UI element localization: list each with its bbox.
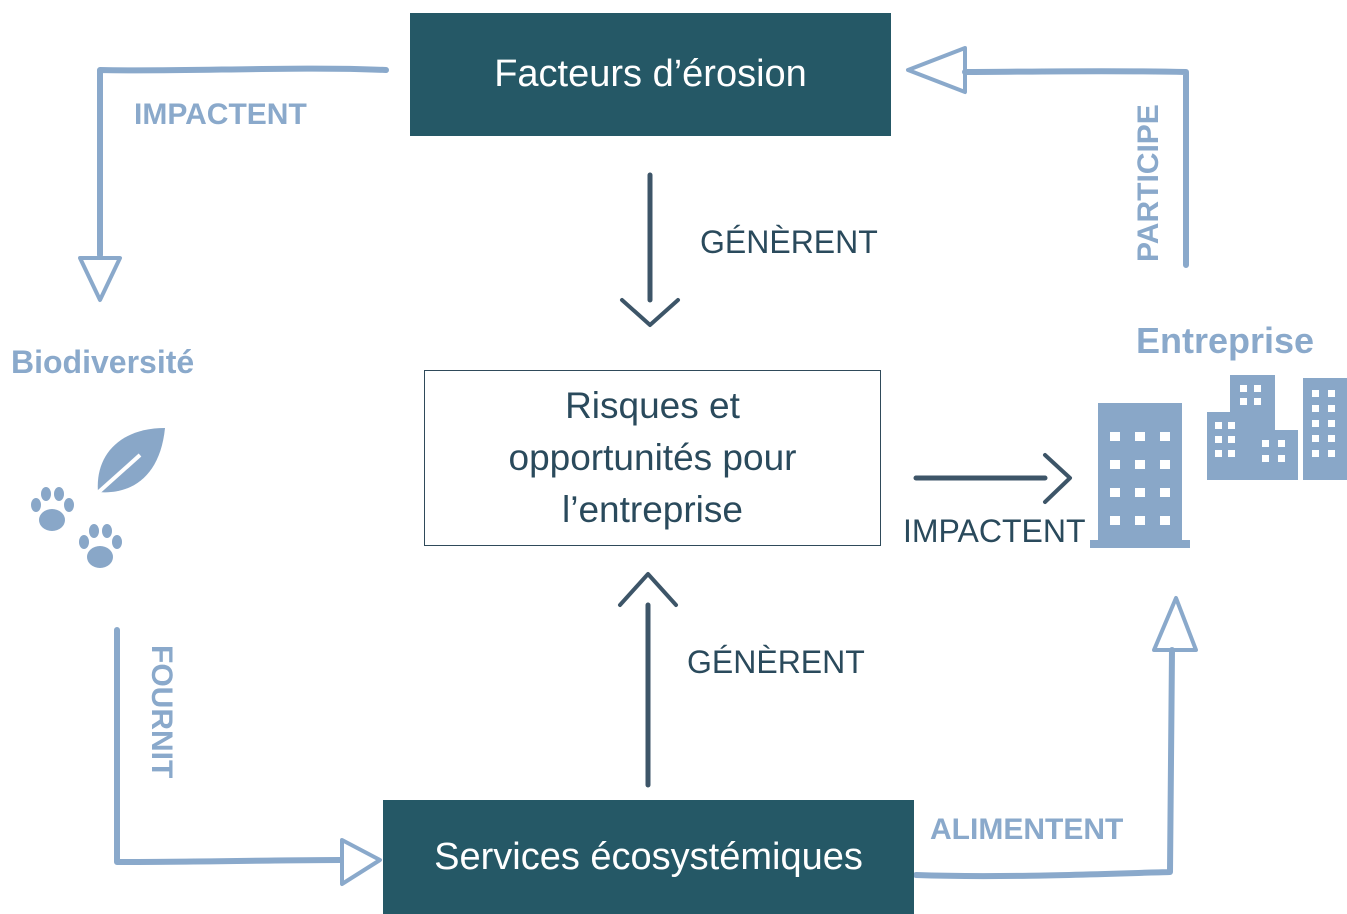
node-entreprise-label: Entreprise bbox=[1136, 320, 1315, 361]
city-buildings-icon bbox=[1207, 375, 1347, 480]
edge-label-fournit: FOURNIT bbox=[145, 645, 178, 779]
arrow-generent-top bbox=[620, 172, 680, 327]
paw-icon bbox=[31, 487, 74, 531]
paw-icon bbox=[79, 524, 122, 568]
arrow-impactent-mid bbox=[913, 453, 1072, 504]
arrow-fournit bbox=[114, 627, 382, 886]
node-risques-line-2: opportunités pour bbox=[508, 437, 797, 478]
node-risques-line-1: Risques et bbox=[565, 385, 740, 426]
arrow-impactent-top bbox=[78, 65, 389, 302]
node-risques-opportunites: Risques et opportunités pour l’entrepris… bbox=[424, 370, 881, 546]
node-facteurs-label: Facteurs d’érosion bbox=[494, 53, 807, 95]
edge-label-participe: PARTICIPE bbox=[1132, 104, 1165, 262]
edge-label-impactent-top: IMPACTENT bbox=[134, 98, 307, 131]
building-icon bbox=[1090, 403, 1190, 548]
node-services-label: Services écosystémiques bbox=[434, 835, 863, 878]
leaf-icon bbox=[90, 428, 165, 500]
edge-label-generent-top: GÉNÈRENT bbox=[700, 224, 878, 260]
node-risques-line-3: l’entreprise bbox=[562, 489, 743, 530]
edge-label-generent-bottom: GÉNÈRENT bbox=[687, 644, 865, 680]
edge-label-impactent-mid: IMPACTENT bbox=[903, 513, 1086, 549]
edge-label-alimentent: ALIMENTENT bbox=[930, 813, 1124, 846]
node-biodiversite-label: Biodiversité bbox=[11, 344, 195, 380]
node-facteurs-erosion: Facteurs d’érosion bbox=[410, 13, 891, 136]
arrow-generent-bottom bbox=[618, 572, 678, 788]
arrow-alimentent bbox=[913, 596, 1198, 880]
arrow-participe bbox=[906, 46, 1189, 268]
node-services-ecosystemiques: Services écosystémiques bbox=[383, 800, 914, 914]
